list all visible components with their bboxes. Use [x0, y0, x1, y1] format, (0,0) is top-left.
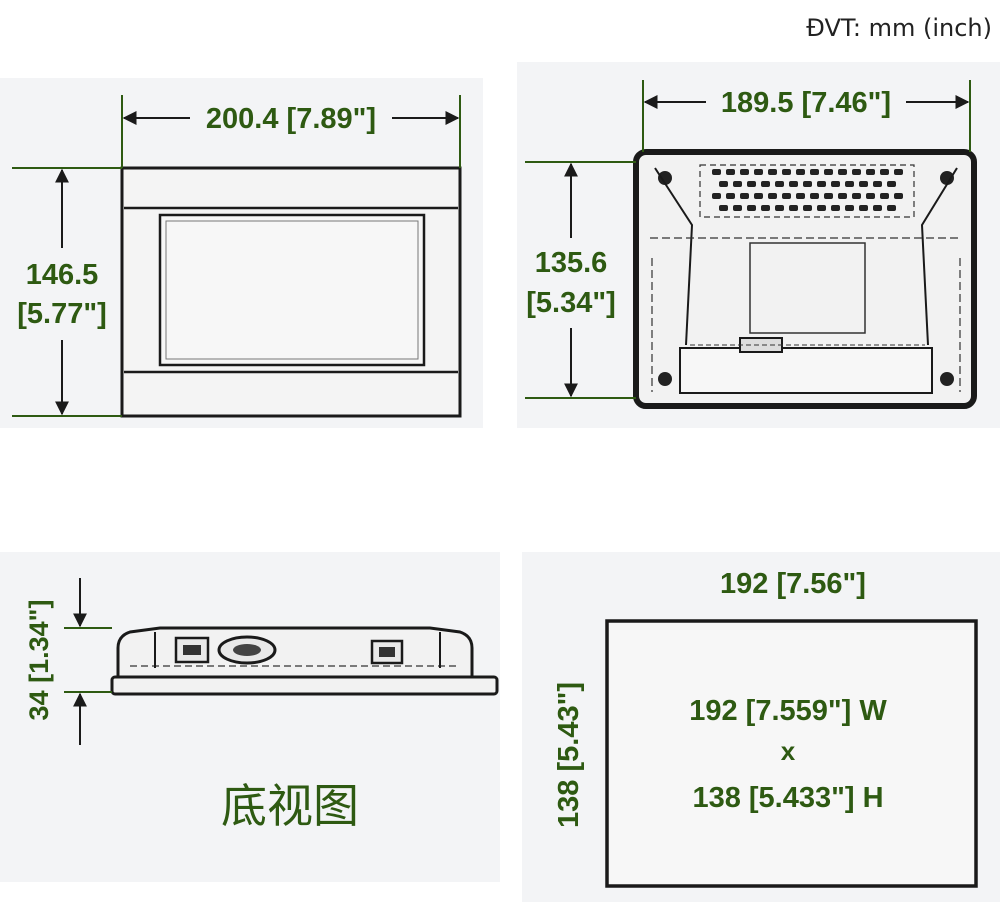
cutout-size-line1: 192 [7.559"] W	[689, 695, 887, 727]
bottom-depth-label: 34 [1.34"]	[24, 600, 54, 721]
cutout-size-line2: x	[781, 736, 796, 766]
rear-housing	[633, 149, 977, 409]
rear-screw-bottom-right	[940, 372, 954, 386]
front-height-mm-label: 146.5	[26, 259, 99, 291]
front-width-label: 200.4 [7.89"]	[206, 103, 376, 135]
cutout-height-label: 138 [5.43"]	[553, 682, 585, 828]
rear-screw-bottom-left	[658, 372, 672, 386]
rear-view	[525, 80, 977, 409]
unit-label: ĐVT: mm (inch)	[806, 14, 992, 42]
rear-height-mm-label: 135.6	[535, 247, 608, 279]
rear-height-in-label: [5.34"]	[526, 287, 616, 319]
bottom-view-panel	[0, 552, 500, 882]
cutout-view	[605, 619, 978, 888]
front-screen	[158, 213, 426, 367]
cutout-width-label: 192 [7.56"]	[720, 568, 866, 600]
rear-width-label: 189.5 [7.46"]	[721, 87, 891, 119]
bottom-housing	[116, 626, 474, 680]
cutout-size-line3: 138 [5.433"] H	[692, 782, 883, 814]
cutout-outline	[605, 619, 978, 888]
bottom-power-port	[174, 636, 210, 664]
front-view	[12, 95, 462, 418]
rear-vent-holes	[712, 169, 903, 211]
bottom-view-caption: 底视图	[221, 779, 359, 833]
rear-vent-area	[699, 164, 915, 218]
rear-label-area	[749, 242, 866, 334]
bottom-bezel	[110, 675, 499, 696]
rear-screw-top-right	[940, 171, 954, 185]
rear-screw-top-left	[658, 171, 672, 185]
front-height-in-label: [5.77"]	[17, 298, 107, 330]
rear-connector-strip	[679, 347, 933, 394]
bottom-view	[64, 578, 499, 745]
